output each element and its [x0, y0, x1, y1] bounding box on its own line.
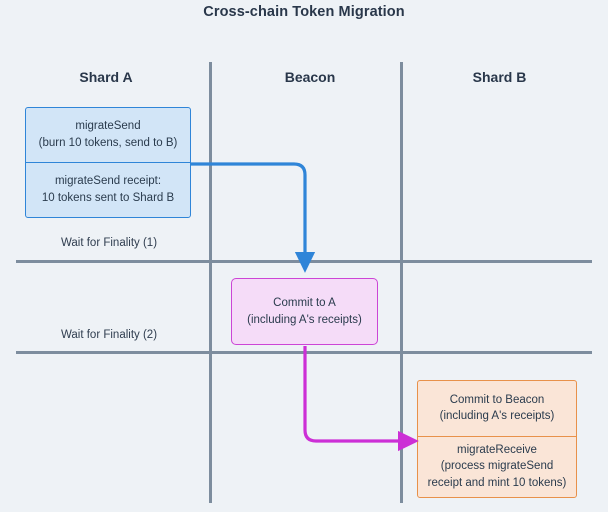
finality-divider-1	[16, 260, 592, 263]
node-commit-to-a[interactable]: Commit to A (including A's receipts)	[231, 278, 378, 345]
wait-for-finality-1-label: Wait for Finality (1)	[60, 237, 158, 249]
column-divider-left	[209, 62, 212, 503]
column-header-shard-a: Shard A	[79, 69, 133, 85]
wait-for-finality-2-label: Wait for Finality (2)	[60, 329, 158, 341]
finality-divider-2	[16, 351, 592, 354]
column-header-shard-b: Shard B	[472, 69, 527, 85]
node-commit-to-beacon[interactable]: Commit to Beacon (including A's receipts…	[418, 381, 576, 437]
node-migrate-send[interactable]: migrateSend (burn 10 tokens, send to B)	[26, 108, 190, 163]
shard-b-node-group: Commit to Beacon (including A's receipts…	[417, 380, 577, 498]
node-migrate-send-receipt[interactable]: migrateSend receipt: 10 tokens sent to S…	[41, 175, 175, 204]
shard-a-node-group: migrateSend (burn 10 tokens, send to B) …	[25, 107, 191, 218]
column-divider-right	[400, 62, 403, 503]
column-header-beacon: Beacon	[284, 69, 336, 85]
diagram-title: Cross-chain Token Migration	[203, 4, 405, 20]
node-migrate-receive[interactable]: migrateReceive (process migrateSend rece…	[427, 443, 567, 490]
arrow-shard-a-to-beacon	[190, 162, 316, 273]
arrow-beacon-to-shard-b	[303, 346, 419, 452]
